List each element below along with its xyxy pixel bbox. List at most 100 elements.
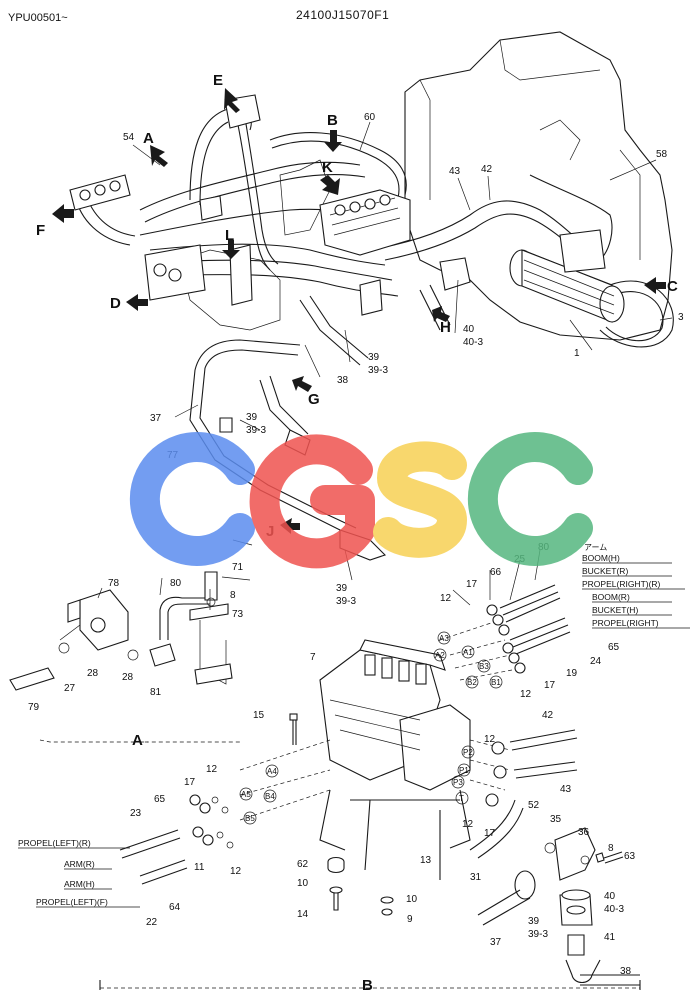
direction-arrows (52, 88, 666, 534)
callout-b-15: 15 (253, 710, 265, 721)
arrow-c-icon (644, 277, 666, 294)
callout-42: 42 (481, 164, 493, 175)
callout-b-64: 64 (169, 902, 181, 913)
port-tag-a3: A3 (439, 634, 449, 643)
view-label-a: A (132, 732, 143, 749)
callout-a-78: 78 (108, 578, 120, 589)
label-arrow-l: L (225, 227, 234, 244)
callout-b-37: 37 (490, 937, 502, 948)
callout-b-17-right: 17 (484, 828, 496, 839)
port-tag-a5: A5 (241, 790, 251, 799)
callout-39-3-left: 39-3 (246, 425, 266, 436)
callout-b-66: 66 (490, 567, 502, 578)
callout-b-35: 35 (550, 814, 562, 825)
arrow-b-icon (324, 130, 342, 152)
port-tag-p2: P2 (463, 748, 473, 757)
callout-b-36: 36 (578, 827, 590, 838)
model-code: YPU00501~ (8, 12, 68, 24)
engine-outline (179, 31, 673, 341)
callout-b-10-right: 10 (406, 894, 418, 905)
callout-38: 38 (337, 375, 349, 386)
fitting-group-right-upper (485, 604, 526, 807)
callout-a-80: 80 (170, 578, 182, 589)
arrow-h-icon (432, 306, 450, 322)
callout-b-12-left: 12 (206, 764, 218, 775)
port-tag-a4: A4 (267, 767, 277, 776)
callout-b-65-left: 65 (154, 794, 166, 805)
port-tag-a2: A2 (435, 651, 445, 660)
hose-label-boom-r: BOOM(R) (592, 592, 630, 602)
port-tag-p3: P3 (453, 778, 463, 787)
label-arrow-d: D (110, 295, 121, 312)
callout-1: 1 (574, 348, 580, 359)
drawing-number: 24100J15070F1 (296, 8, 390, 22)
hose-label-propel-left-r: PROPEL(LEFT)(R) (18, 838, 91, 848)
watermark-logo (129, 432, 593, 569)
detail-b-drawing (99, 584, 641, 990)
arrow-k-icon (320, 175, 340, 195)
callout-37: 37 (150, 413, 162, 424)
callout-b-41: 41 (604, 932, 616, 943)
label-arrow-c: C (667, 278, 678, 295)
callout-b-39-3: 39-3 (528, 929, 548, 940)
callout-b-39: 39 (528, 916, 540, 927)
callout-b-43: 43 (560, 784, 572, 795)
fitting-group-left (189, 794, 234, 849)
callout-b-11: 11 (194, 862, 205, 873)
label-arrow-f: F (36, 222, 45, 239)
callout-b-12-right: 12 (484, 734, 496, 745)
label-layer: E A B K F L D G H C J 54 60 43 42 58 3 1… (18, 72, 690, 994)
callout-b-17-left: 17 (184, 777, 196, 788)
callout-b-12-leftlow: 12 (230, 866, 242, 877)
callout-b-52: 52 (528, 800, 540, 811)
callout-b-24: 24 (590, 656, 602, 667)
port-tag-b3: B3 (479, 662, 489, 671)
callout-39-3-mid: 39-3 (368, 365, 388, 376)
arrow-l-icon (222, 240, 240, 259)
callout-60: 60 (364, 112, 376, 123)
callout-b-38: 38 (620, 966, 632, 977)
callout-b-62: 62 (297, 859, 309, 870)
arrow-f-icon (52, 204, 74, 223)
callout-a-71: 71 (232, 562, 244, 573)
callout-b-23: 23 (130, 808, 142, 819)
callout-b-65-right: 65 (608, 642, 620, 653)
arrow-a-icon (150, 145, 168, 167)
callout-b-12-lower: 12 (462, 819, 474, 830)
hose-label-arm-h: ARM(H) (64, 879, 95, 889)
callout-b-40: 40 (604, 891, 616, 902)
callout-b-9: 9 (407, 914, 413, 925)
hose-label-jp-note: アーム (584, 543, 607, 552)
callout-a-73: 73 (232, 609, 244, 620)
callout-b-8: 8 (608, 843, 614, 854)
label-arrow-e: E (213, 72, 223, 89)
callout-b-19: 19 (566, 668, 578, 679)
arrow-d-icon (126, 294, 148, 311)
callout-40: 40 (463, 324, 475, 335)
callout-a-28-right: 28 (122, 672, 134, 683)
callout-54: 54 (123, 132, 135, 143)
hose-label-arm-r: ARM(R) (64, 859, 95, 869)
arrow-g-icon (292, 376, 312, 392)
callout-a-79: 79 (28, 702, 40, 713)
callout-b-17-mid: 17 (544, 680, 556, 691)
callout-a-27: 27 (64, 683, 76, 694)
callout-b-31: 31 (470, 872, 482, 883)
callout-b-7: 7 (310, 652, 316, 663)
hose-label-propel-right-r: PROPEL(RIGHT)(R) (582, 579, 661, 589)
port-tag-p1: P1 (459, 766, 469, 775)
hose-label-boom-h: BOOM(H) (582, 553, 620, 563)
port-tag-a1: A1 (463, 648, 473, 657)
port-tag-b2: B2 (467, 678, 477, 687)
hose-label-bucket-r: BUCKET(R) (582, 566, 628, 576)
callout-58: 58 (656, 149, 668, 160)
label-arrow-a: A (143, 130, 154, 147)
hose-label-propel-right: PROPEL(RIGHT) (592, 618, 659, 628)
callout-b-10-left: 10 (297, 878, 309, 889)
view-label-b: B (362, 977, 373, 994)
callout-b-42: 42 (542, 710, 554, 721)
callout-b-12-mid: 12 (520, 689, 532, 700)
callout-b-14: 14 (297, 909, 309, 920)
